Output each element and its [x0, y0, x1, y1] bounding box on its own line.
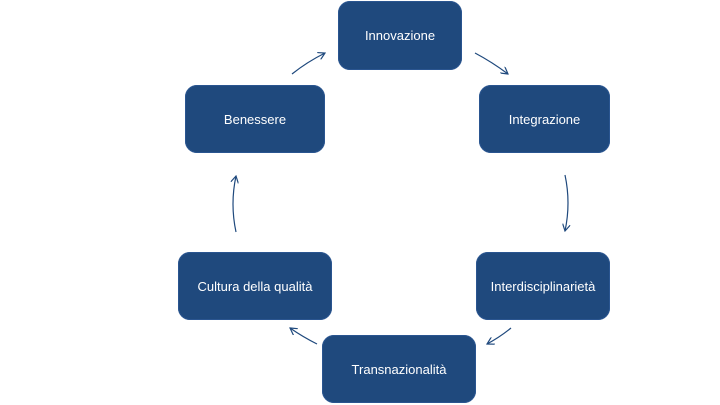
node-cultura-della-qualita: Cultura della qualità — [178, 252, 332, 320]
arrow-interdisciplinarieta-transnazionalita — [487, 327, 512, 344]
node-interdisciplinarieta: Interdisciplinarietà — [476, 252, 610, 320]
arrow-innovazione-integrazione — [474, 52, 508, 74]
node-integrazione: Integrazione — [479, 85, 610, 153]
node-innovazione: Innovazione — [338, 1, 462, 70]
arrow-transnazionalita-cultura — [290, 328, 318, 345]
arrow-benessere-innovazione — [291, 53, 325, 75]
node-benessere: Benessere — [185, 85, 325, 153]
arrow-integrazione-interdisciplinarieta — [565, 174, 568, 231]
arrow-cultura-benessere — [233, 176, 236, 233]
node-transnazionalita: Transnazionalità — [322, 335, 476, 403]
